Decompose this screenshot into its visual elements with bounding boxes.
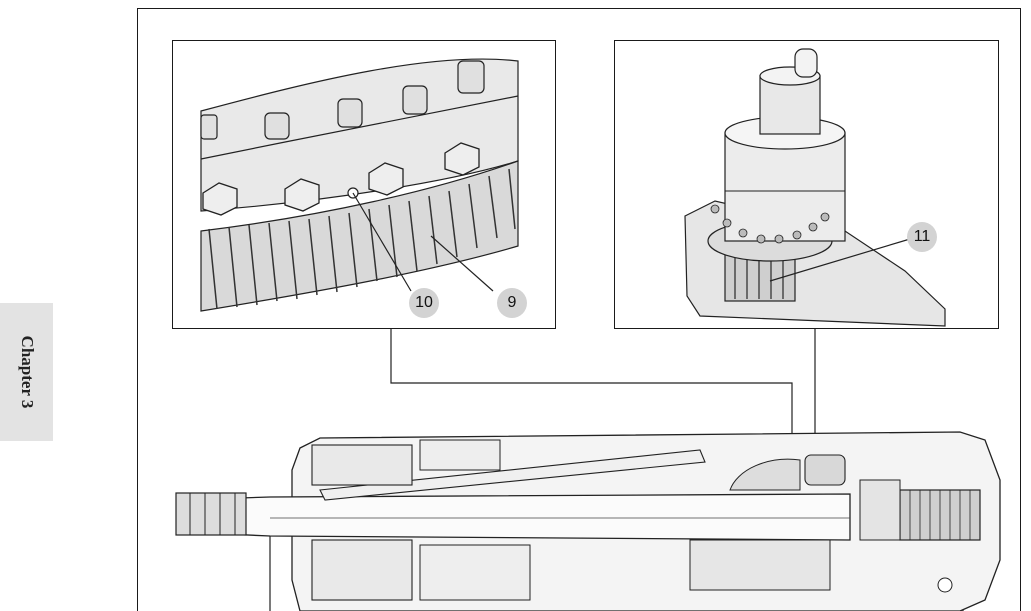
callout-9: 9 <box>497 288 527 318</box>
callout-11: 11 <box>907 222 937 252</box>
slewing-drive-detail: 11 <box>614 40 999 329</box>
slewing-ring-drawing <box>200 58 519 312</box>
slewing-ring-detail: 10 9 <box>172 40 556 329</box>
chapter-side-tab: Chapter 3 <box>0 303 53 441</box>
slewing-drive-drawing <box>684 48 946 327</box>
callout-10: 10 <box>409 288 439 318</box>
figure-frame <box>137 8 1021 611</box>
